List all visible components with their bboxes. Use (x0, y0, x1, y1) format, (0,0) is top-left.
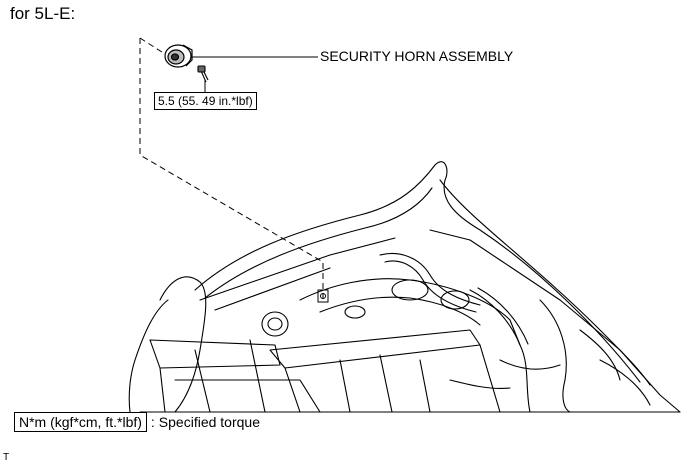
diagram-heading: for 5L-E: (10, 4, 76, 23)
horn-icon (164, 44, 193, 68)
mount-point (317, 289, 329, 303)
leader-dashed-line (139, 37, 324, 300)
part-label-security-horn: SECURITY HORN ASSEMBLY (320, 48, 514, 64)
footer-mark: T (3, 452, 10, 463)
legend-unit-box: N*m (kgf*cm, ft.*lbf) (14, 412, 147, 432)
legend-description: Specified torque (158, 414, 260, 430)
torque-spec-box: 5.5 (55. 49 in.*lbf) (154, 92, 257, 110)
legend-separator: : (150, 414, 155, 430)
engine-bay-drawing (128, 161, 681, 413)
torque-legend: N*m (kgf*cm, ft.*lbf) : Specified torque (14, 412, 260, 432)
bolt-icon (197, 65, 209, 83)
